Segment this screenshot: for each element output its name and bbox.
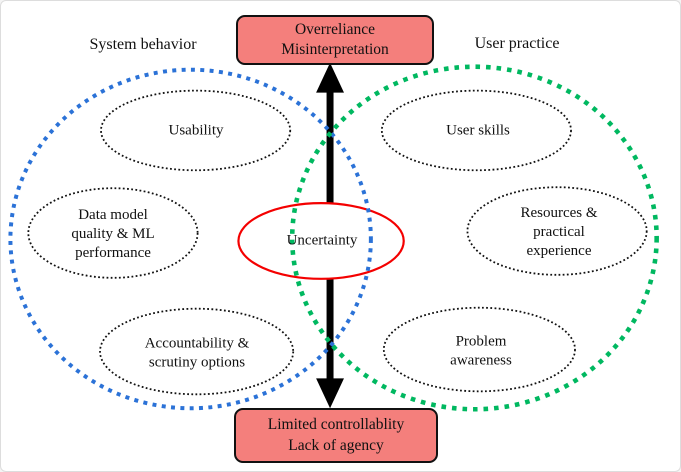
data-model-ellipse: [27, 187, 199, 279]
resources-ellipse: [466, 186, 648, 276]
overreliance-box-line1: Overreliance: [294, 20, 376, 38]
label-uncertainty: Uncertainty: [286, 232, 358, 249]
system-behavior-circle: [8, 67, 373, 411]
label-accountability-line1: Accountability &: [144, 335, 250, 352]
label-accountability-line2: scrutiny options: [148, 354, 246, 370]
label-problem-awareness-line1: Problem: [455, 333, 507, 350]
label-resources: Resources & practical experience: [520, 204, 597, 260]
overreliance-box: Overreliance Misinterpretation: [236, 15, 434, 65]
accountability-ellipse: [99, 307, 295, 396]
label-data-model-line1: Data model: [78, 206, 148, 223]
label-resources-line2: practical: [533, 223, 585, 240]
label-data-model-line2: quality & ML: [71, 225, 155, 242]
label-resources-line3: experience: [526, 242, 592, 259]
label-data-model: Data model quality & ML performance: [71, 206, 154, 262]
label-accountability: Accountability & scrutiny options: [145, 334, 250, 372]
label-resources-line1: Resources &: [520, 204, 598, 221]
heading-user-practice: User practice: [474, 35, 560, 52]
controllability-box-line2: Lack of agency: [288, 436, 384, 454]
problem-awareness-ellipse: [382, 306, 576, 393]
user-practice-circle: [289, 64, 659, 412]
controllability-box-line1: Limited controllablity: [267, 416, 405, 434]
uncertainty-ellipse: [237, 202, 405, 280]
label-data-model-line3: performance: [75, 244, 151, 261]
user-skills-ellipse: [380, 89, 572, 172]
label-problem-awareness-line2: awareness: [450, 352, 512, 368]
label-user-skills: User skills: [446, 122, 510, 139]
heading-system-behavior: System behavior: [89, 36, 197, 53]
arrow-head-down-icon: [316, 378, 344, 409]
arrow-head-up-icon: [316, 62, 344, 93]
overreliance-box-line2: Misinterpretation: [281, 41, 389, 58]
controllability-box: Limited controllablity Lack of agency: [234, 408, 438, 463]
usability-ellipse: [100, 89, 292, 172]
label-problem-awareness: Problem awareness: [450, 332, 512, 370]
label-usability: Usability: [168, 122, 224, 139]
